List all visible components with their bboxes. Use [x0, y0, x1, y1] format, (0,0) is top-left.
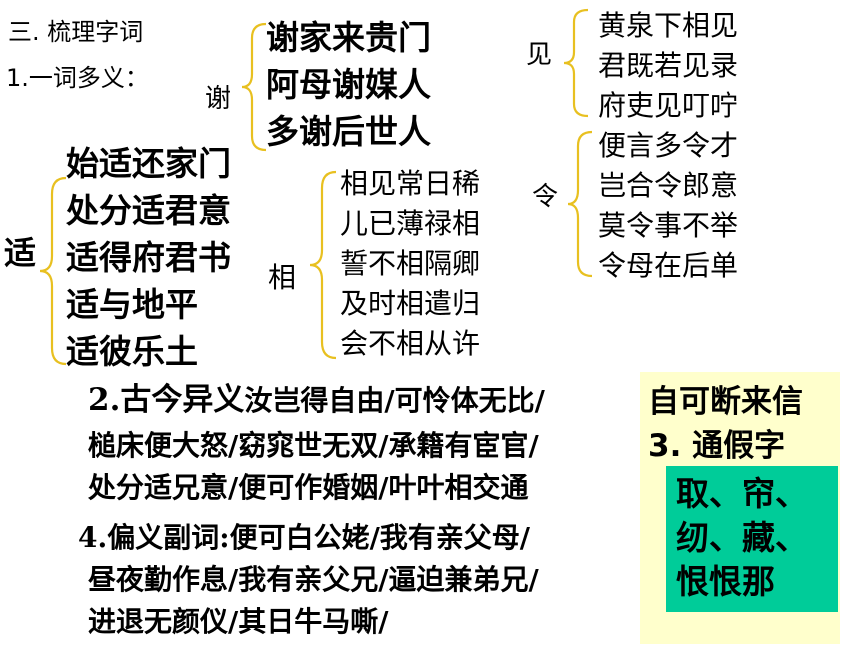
jian-item: 黄泉下相见 [598, 9, 739, 42]
section-heading: 三. 梳理字词 [8, 18, 144, 46]
section-2-label: 2.古今异义 [88, 382, 245, 418]
ling-brace [567, 130, 593, 278]
shi-items: 始适还家门 处分适君意 适得府君书 适与地平 适彼乐土 [66, 140, 231, 375]
xie-char: 谢 [205, 84, 232, 114]
xie-items: 谢家来贵门 阿母谢媒人 多谢后世人 [266, 14, 431, 155]
green-box-line: 恨恨那 [676, 562, 775, 601]
shi-item: 适与地平 [66, 285, 198, 324]
shi-char: 适 [4, 234, 37, 272]
shi-item: 适彼乐土 [66, 332, 198, 371]
xiang-items: 相见常日稀 儿已薄禄相 誓不相隔卿 及时相遣归 会不相从许 [340, 164, 480, 364]
section-2-line-2: 槌床便大怒/窈窕世无双/承籍有宦官/ [88, 429, 539, 462]
jian-item: 君既若见录 [598, 49, 739, 82]
ling-item: 莫令事不举 [598, 209, 739, 242]
section-4-line-3: 进退无颜仪/其日牛马嘶/ [88, 605, 389, 638]
section-4-text: 便可白公姥/我有亲父母/ [229, 521, 531, 554]
ling-char: 令 [532, 182, 559, 212]
jian-item: 府吏见叮咛 [598, 89, 739, 122]
xiang-item: 会不相从许 [340, 327, 481, 360]
yellow-box-line-1: 自可断来信 [648, 384, 803, 420]
section-1-label: 1.一词多义： [6, 64, 149, 92]
xie-item: 阿母谢媒人 [266, 65, 431, 104]
ling-item: 岂合令郎意 [598, 169, 739, 202]
shi-brace [39, 176, 67, 366]
jian-char: 见 [526, 40, 553, 70]
ling-item: 令母在后单 [598, 249, 739, 282]
shi-item: 始适还家门 [66, 144, 231, 183]
xiang-item: 及时相遣归 [340, 287, 481, 320]
green-box-line: 取、帘、 [676, 474, 808, 513]
xiang-item: 誓不相隔卿 [340, 247, 481, 280]
section-4-line-1: 4.偏义副词:便可白公姥/我有亲父母/ [78, 516, 530, 556]
green-box-line: 纫、藏、 [676, 518, 808, 557]
shi-item: 适得府君书 [66, 238, 231, 277]
xie-item: 多谢后世人 [266, 112, 431, 151]
xiang-item: 相见常日稀 [340, 167, 481, 200]
section-2-line-1: 2.古今异义汝岂得自由/可怜体无比/ [88, 380, 545, 421]
jian-items: 黄泉下相见 君既若见录 府吏见叮咛 [598, 6, 738, 126]
shi-item: 处分适君意 [66, 191, 231, 230]
green-box [666, 466, 838, 612]
xiang-brace [309, 170, 337, 360]
xie-item: 谢家来贵门 [266, 18, 431, 57]
xiang-item: 儿已薄禄相 [340, 207, 481, 240]
ling-item: 便言多令才 [598, 129, 739, 162]
section-4-label: 4.偏义副词: [78, 521, 230, 554]
jian-brace [563, 8, 589, 118]
ling-items: 便言多令才 岂合令郎意 莫令事不举 令母在后单 [598, 126, 738, 286]
xiang-char: 相 [268, 261, 297, 294]
green-box-items: 取、帘、 纫、藏、 恨恨那 [676, 472, 808, 604]
xie-brace [241, 22, 267, 152]
section-2-line-3: 处分适兄意/便可作婚姻/叶叶相交通 [88, 471, 529, 504]
yellow-box-line-2: 3. 通假字 [648, 428, 786, 464]
section-4-line-2: 昼夜勤作息/我有亲父兄/逼迫兼弟兄/ [88, 563, 539, 596]
section-2-text: 汝岂得自由/可怜体无比/ [244, 384, 545, 417]
